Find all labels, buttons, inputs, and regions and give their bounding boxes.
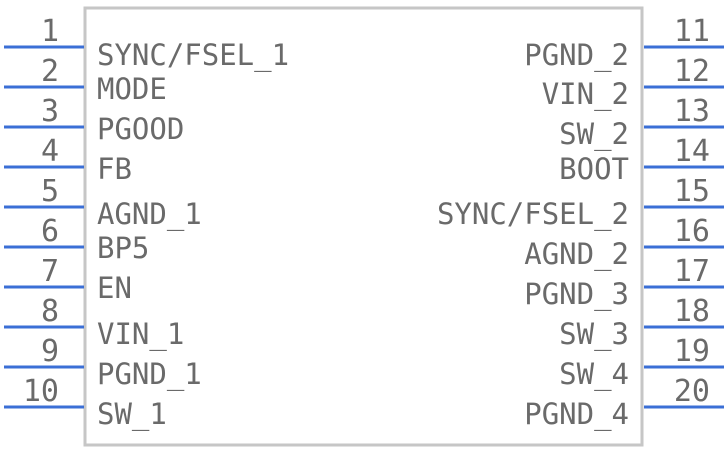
pin-16-number: 16 bbox=[674, 214, 710, 249]
pin-4: 4 FB bbox=[4, 134, 132, 186]
pin-3-name: PGOOD bbox=[97, 112, 184, 146]
pin-15-number: 15 bbox=[674, 174, 710, 209]
pin-6-name: BP5 bbox=[97, 231, 149, 265]
pin-20: 20 PGND_4 bbox=[524, 374, 724, 432]
pin-9-name: PGND_1 bbox=[97, 357, 202, 392]
pin-11-number: 11 bbox=[674, 14, 710, 49]
pin-8-number: 8 bbox=[41, 294, 59, 329]
pin-17-number: 17 bbox=[674, 254, 710, 289]
pin-20-name: PGND_4 bbox=[524, 397, 629, 432]
pin-2-number: 2 bbox=[41, 54, 59, 89]
pin-12-number: 12 bbox=[674, 54, 710, 89]
pin-11-name: PGND_2 bbox=[524, 38, 629, 73]
left-pins: 1 SYNC/FSEL_1 2 MODE 3 PGOOD 4 FB 5 AGND… bbox=[4, 14, 289, 432]
pin-18-name: SW_3 bbox=[559, 317, 629, 352]
pin-14: 14 BOOT bbox=[559, 134, 724, 186]
pin-15: 15 SYNC/FSEL_2 bbox=[437, 174, 724, 232]
pin-7: 7 EN bbox=[4, 254, 132, 305]
component-body bbox=[83, 6, 644, 447]
pin-19-number: 19 bbox=[674, 334, 710, 369]
pin-10-number: 10 bbox=[23, 374, 59, 409]
pin-4-number: 4 bbox=[41, 134, 59, 169]
pin-3-number: 3 bbox=[41, 94, 59, 129]
pin-6: 6 BP5 bbox=[4, 214, 149, 265]
pin-8: 8 VIN_1 bbox=[4, 294, 184, 352]
pin-14-name: BOOT bbox=[559, 152, 629, 186]
pin-9-number: 9 bbox=[41, 334, 59, 369]
pin-19-name: SW_4 bbox=[559, 357, 629, 392]
pin-3: 3 PGOOD bbox=[4, 94, 184, 146]
pin-14-number: 14 bbox=[674, 134, 710, 169]
pin-2-name: MODE bbox=[97, 72, 167, 106]
pin-7-number: 7 bbox=[41, 254, 59, 289]
pin-5-name: AGND_1 bbox=[97, 197, 202, 232]
pin-4-name: FB bbox=[97, 152, 132, 186]
pin-10-name: SW_1 bbox=[97, 397, 167, 432]
pin-7-name: EN bbox=[97, 271, 132, 305]
pin-2: 2 MODE bbox=[4, 54, 167, 106]
pin-5: 5 AGND_1 bbox=[4, 174, 202, 232]
pin-17: 17 PGND_3 bbox=[524, 254, 724, 312]
pin-13-name: SW_2 bbox=[559, 117, 629, 152]
right-pins: 11 PGND_2 12 VIN_2 13 SW_2 14 BOOT 15 SY… bbox=[437, 14, 724, 432]
pin-17-name: PGND_3 bbox=[524, 277, 629, 312]
pin-18-number: 18 bbox=[674, 294, 710, 329]
pin-5-number: 5 bbox=[41, 174, 59, 209]
pin-13-number: 13 bbox=[674, 94, 710, 129]
pin-10: 10 SW_1 bbox=[4, 374, 167, 432]
pin-9: 9 PGND_1 bbox=[4, 334, 202, 392]
pin-18: 18 SW_3 bbox=[559, 294, 724, 352]
pin-13: 13 SW_2 bbox=[559, 94, 724, 152]
pin-6-number: 6 bbox=[41, 214, 59, 249]
pin-16: 16 AGND_2 bbox=[524, 214, 724, 272]
pin-12: 12 VIN_2 bbox=[542, 54, 724, 112]
pin-19: 19 SW_4 bbox=[559, 334, 724, 392]
pin-1: 1 SYNC/FSEL_1 bbox=[4, 14, 289, 73]
pin-16-name: AGND_2 bbox=[524, 237, 629, 272]
pin-1-number: 1 bbox=[41, 14, 59, 49]
pin-20-number: 20 bbox=[674, 374, 710, 409]
pin-15-name: SYNC/FSEL_2 bbox=[437, 197, 629, 232]
pin-11: 11 PGND_2 bbox=[524, 14, 724, 73]
pin-8-name: VIN_1 bbox=[97, 317, 184, 352]
pin-1-name: SYNC/FSEL_1 bbox=[97, 38, 289, 73]
pin-12-name: VIN_2 bbox=[542, 77, 629, 112]
